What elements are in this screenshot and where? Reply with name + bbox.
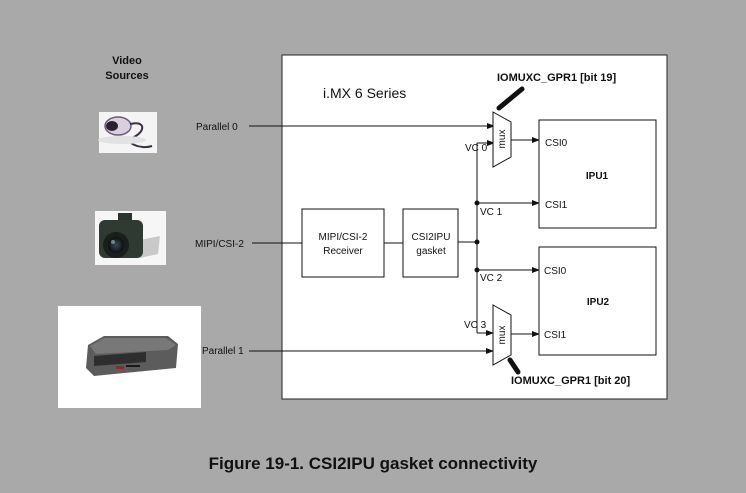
video-device-icon [86,336,178,376]
mux-top-control-label: IOMUXC_GPR1 [bit 19] [497,72,617,84]
video-sources-title-line1: Video [112,55,142,67]
mux-bottom-control-line [507,357,521,375]
camera-image [95,211,166,265]
gasket-label-line2: gasket [416,246,446,257]
gasket-label-line1: CSI2IPU [412,232,451,243]
ipu1-label: IPU1 [586,171,609,182]
ipu2-block: IPU2 CSI0 CSI1 [538,246,657,356]
input-label-mipi-csi2: MIPI/CSI-2 [195,239,244,250]
ipu2-port-csi1: CSI1 [544,330,567,341]
mux-bottom-control-label: IOMUXC_GPR1 [bit 20] [511,375,631,387]
mux-top-control-line [496,86,525,111]
mux-top-label: mux [497,130,508,149]
input-label-parallel-1: Parallel 1 [202,346,244,357]
figure-caption: Figure 19-1. CSI2IPU gasket connectivity [208,454,538,473]
ipu2-label: IPU2 [587,297,610,308]
ipu1-block: IPU1 CSI0 CSI1 [538,119,657,229]
video-sources-title-line2: Sources [105,70,149,82]
input-label-parallel-0: Parallel 0 [196,122,238,133]
ipu2-port-csi0: CSI0 [544,266,567,277]
webcam-icon [98,116,153,148]
vc0-label: VC 0 [465,143,488,154]
ipu1-port-csi0: CSI0 [545,138,568,149]
mux-bottom: mux [492,304,512,366]
receiver-label-line2: Receiver [323,246,363,257]
ipu1-port-csi1: CSI1 [545,200,568,211]
mipi-csi2-receiver: MIPI/CSI-2 Receiver [301,208,385,278]
vc3-label: VC 3 [464,320,487,331]
vc1-label: VC 1 [480,207,503,218]
camera-icon [99,213,160,258]
mux-top: mux [492,111,512,168]
soc-title: i.MX 6 Series [323,85,406,101]
junction-dot-gasket [474,239,480,245]
csi2ipu-gasket: CSI2IPU gasket [402,208,459,278]
webcam-image [98,112,157,153]
video-device-image [58,306,201,408]
mux-bottom-label: mux [497,326,508,345]
receiver-label-line1: MIPI/CSI-2 [319,232,368,243]
video-sources-title: Video Sources [96,54,158,84]
vc2-label: VC 2 [480,273,503,284]
